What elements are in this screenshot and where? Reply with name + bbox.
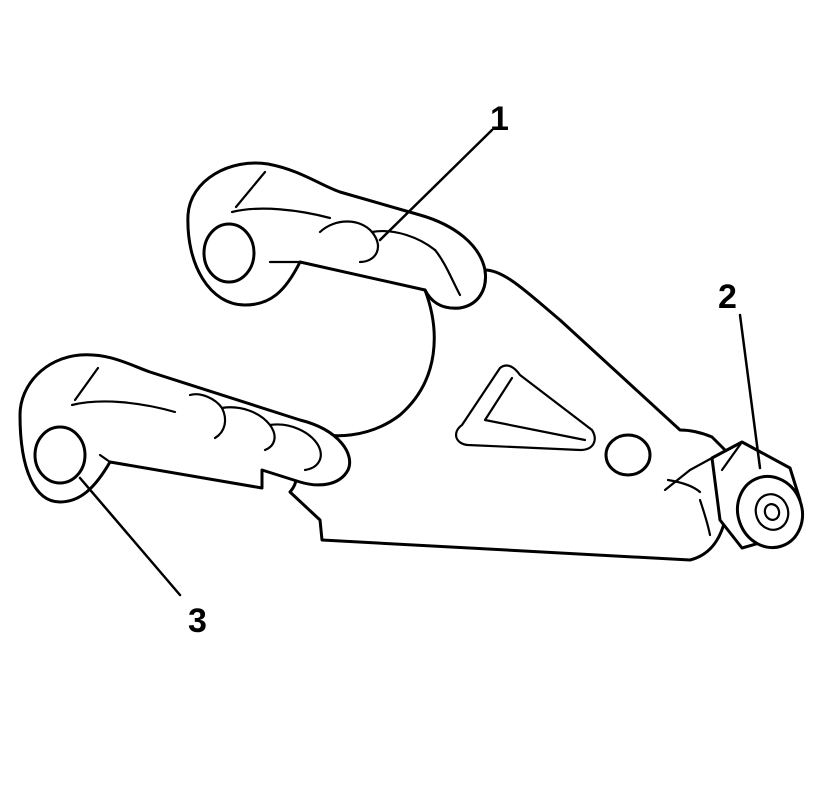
upper-pivot-hole — [202, 222, 256, 284]
lower-arm — [18, 353, 352, 504]
mount-boss — [604, 433, 652, 477]
callout-3-leader — [78, 476, 182, 597]
callout-1-label: 1 — [490, 100, 509, 138]
callout-2-label: 2 — [718, 278, 737, 316]
callout-1-leader — [378, 128, 494, 242]
triangular-cutout — [454, 364, 596, 452]
upper-arm — [186, 161, 488, 310]
ball-joint-bushing — [710, 440, 804, 550]
callout-3-label: 3 — [188, 602, 207, 640]
arm-body — [258, 268, 742, 562]
lower-pivot-hole — [33, 425, 87, 485]
callout-2-leader — [738, 313, 762, 470]
